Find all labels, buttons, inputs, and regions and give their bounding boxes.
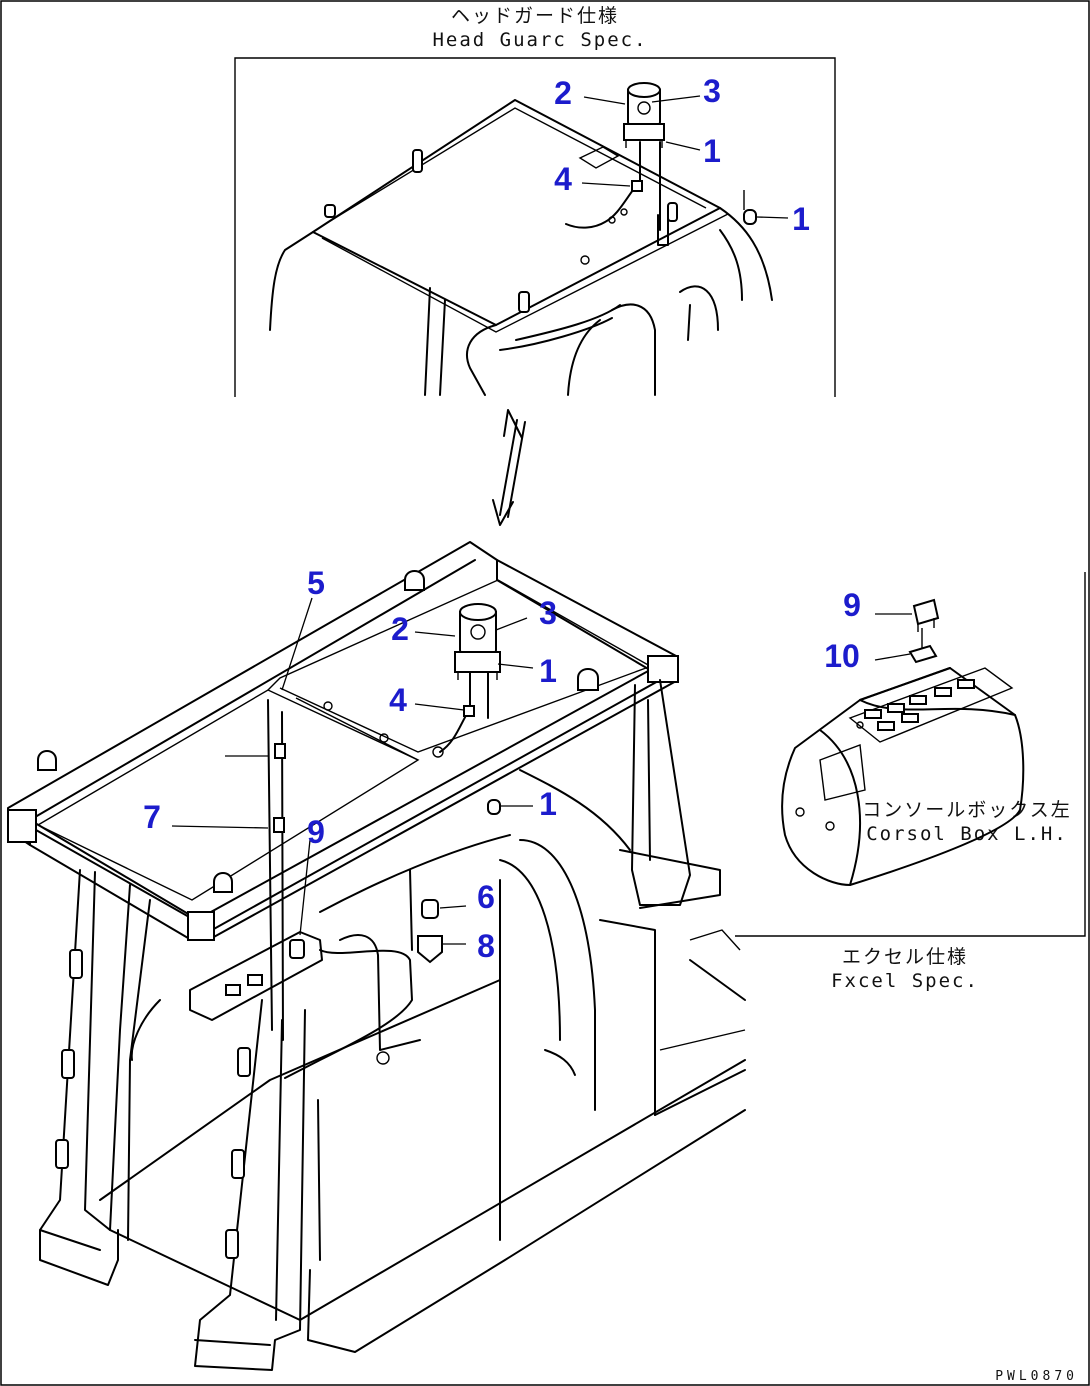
callout-main-1a: 1 — [539, 653, 557, 689]
cab-roof-frame — [7, 541, 679, 939]
head-guard-frame — [234, 57, 836, 397]
console-frame — [735, 572, 1086, 937]
drawing-code: PWL0870 — [995, 1369, 1078, 1384]
callout-main-2: 2 — [391, 611, 409, 647]
excel-caption-jp: エクセル仕様 — [842, 946, 968, 968]
callout-main-1b: 1 — [539, 786, 557, 822]
head-guard-caption-jp: ヘッドガード仕様 — [451, 5, 619, 27]
callout-console-10: 10 — [824, 638, 860, 674]
excel-caption-en: Fxcel Spec. — [831, 970, 979, 992]
cab-front-pillar-right — [194, 999, 306, 1371]
head-guard-harness — [565, 185, 637, 229]
head-guard-beacon-lamp — [623, 82, 665, 231]
callout-top-2: 2 — [554, 75, 572, 111]
main-harness-roof — [439, 711, 469, 753]
callout-top-4: 4 — [554, 161, 572, 197]
cab-roof-panel — [36, 689, 420, 901]
console-box-body — [781, 667, 1025, 886]
callout-console-9: 9 — [843, 587, 861, 623]
main-beacon-lamp — [454, 603, 501, 719]
callout-main-7: 7 — [143, 799, 161, 835]
cab-front-pillar-left — [84, 871, 131, 1231]
main-cab-assembly: 5 2 3 1 4 7 9 1 6 8 — [7, 541, 746, 1371]
callout-top-1b: 1 — [792, 201, 810, 237]
callout-top-1a: 1 — [703, 133, 721, 169]
callout-main-5: 5 — [307, 565, 325, 601]
correspondence-arrow — [492, 409, 526, 526]
callout-top-3: 3 — [703, 73, 721, 109]
main-harness-cab — [284, 949, 413, 1079]
head-guard-inset: ヘッドガード仕様 Head Guarc Spec. — [234, 5, 836, 397]
console-inset: コンソールボックス左 Corsol Box L.H. エクセル仕様 Fxcel … — [735, 572, 1086, 992]
console-caption-jp: コンソールボックス左 — [862, 799, 1071, 821]
cab-body-outline — [319, 834, 511, 913]
head-guard-caption-en: Head Guarc Spec. — [432, 29, 647, 51]
callout-main-4: 4 — [389, 682, 407, 718]
callout-main-9: 9 — [307, 814, 325, 850]
callout-main-3: 3 — [539, 595, 557, 631]
callout-main-6: 6 — [477, 879, 495, 915]
cab-rear-pillar — [631, 679, 691, 906]
console-caption-en: Corsol Box L.H. — [866, 823, 1068, 845]
callout-main-8: 8 — [477, 928, 495, 964]
head-guard-cab-outline — [269, 231, 314, 331]
